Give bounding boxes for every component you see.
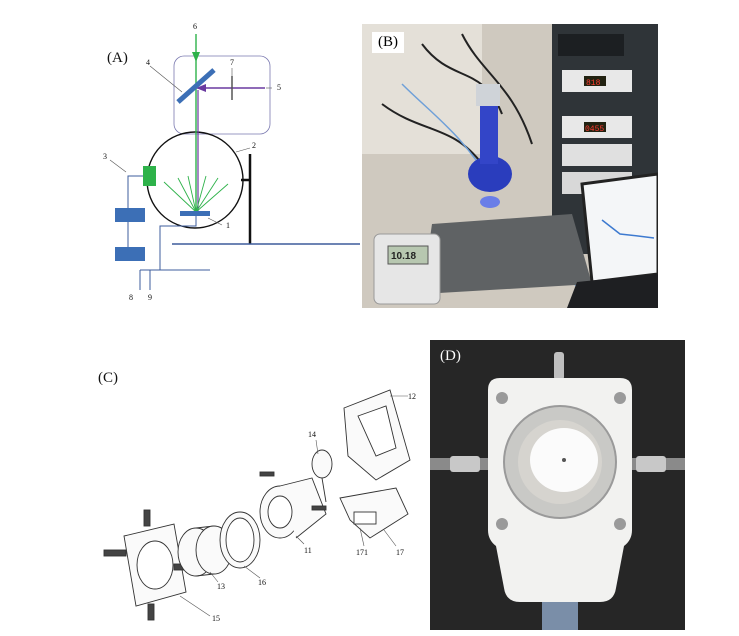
panel-d-photo: (D) [430,340,685,630]
label-9: 9 [148,293,152,302]
sample-cell-illustration [430,340,685,630]
panel-c-exploded-view: (C) [90,360,430,636]
detector-box-lower [115,247,145,261]
label-11: 11 [304,546,312,555]
label-171: 171 [356,548,368,557]
blue-apparatus [468,156,512,192]
power-meter [373,233,441,305]
lab-setup-illustration: 818 0455 10.18 [362,24,658,308]
panel-b-photo: 818 0455 10.18 (B) [362,24,658,308]
schematic-drawing [109,34,360,290]
label-3: 3 [103,152,107,161]
support-bracket [241,154,252,244]
meter-reading: 10.18 [391,251,416,262]
label-16: 16 [258,578,266,587]
exploded-drawing [103,389,411,621]
svg-text:0455: 0455 [585,125,604,134]
label-4: 4 [146,58,150,67]
svg-text:818: 818 [586,79,601,88]
panel-a-schematic: (A) [0,0,360,320]
panel-b-letter: (B) [372,32,404,53]
optics-box [173,55,271,135]
label-12: 12 [408,392,416,401]
sample-holder [180,211,210,216]
detector-port [143,166,156,186]
laptop [580,172,658,284]
panel-c-letter: (C) [98,370,118,386]
panel-d-letter: (D) [440,348,461,364]
label-8: 8 [129,293,133,302]
knob-left [450,456,480,472]
detector-box-upper [115,208,145,222]
scattered-rays [163,175,229,213]
beam-splitter [176,68,216,104]
panel-a-letter: (A) [107,50,128,66]
label-14: 14 [308,430,316,439]
part-14-disk [311,449,333,479]
optical-table [422,214,592,294]
label-1: 1 [226,221,230,230]
knob-right [636,456,666,472]
label-2: 2 [252,141,256,150]
label-13: 13 [217,582,225,591]
label-7: 7 [230,58,234,67]
knob-top [554,352,564,380]
label-17: 17 [396,548,404,557]
label-15: 15 [212,614,220,623]
label-6: 6 [193,22,197,31]
label-5: 5 [277,83,281,92]
